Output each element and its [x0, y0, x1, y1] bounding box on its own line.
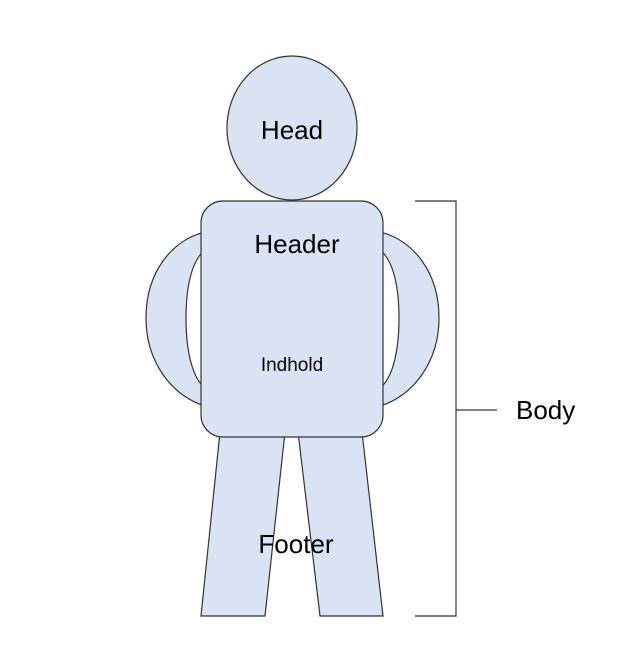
torso-shape: [200, 200, 384, 438]
left-arm-shape: [145, 231, 206, 407]
left-leg-shape: [200, 431, 286, 617]
right-arm-shape: [379, 231, 440, 407]
body-label: Body: [516, 395, 575, 425]
header-label: Header: [254, 229, 340, 259]
head-shape: [226, 55, 358, 201]
head-label: Head: [261, 115, 323, 145]
body-bracket: [415, 200, 457, 617]
content-label: Indhold: [261, 355, 323, 376]
footer-label: Footer: [258, 529, 333, 559]
right-leg-shape: [297, 431, 384, 617]
